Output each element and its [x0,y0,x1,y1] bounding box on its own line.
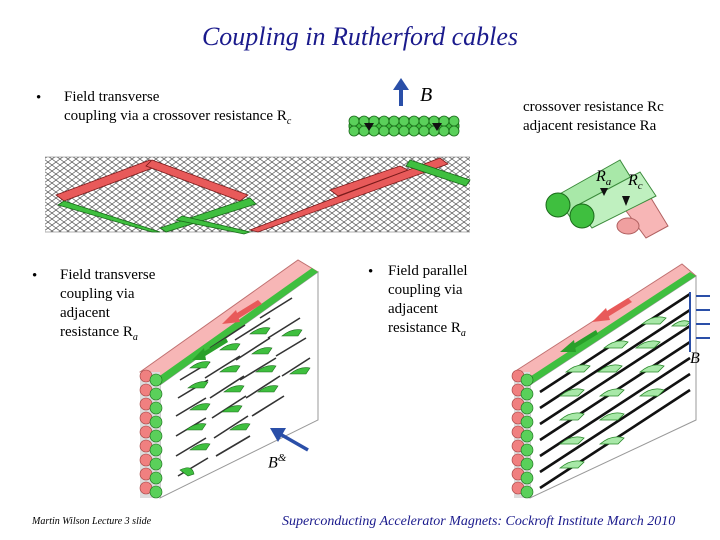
bullet-marker: • [368,264,374,280]
ra-label: Ra [596,168,612,189]
bullet3-line3: adjacent [388,301,438,317]
bullet2-line2: coupling via [60,286,135,302]
bullet1-text: Field transverse coupling via a crossove… [64,88,291,131]
strand-beads-top [348,115,460,137]
page-title: Coupling in Rutherford cables [201,22,519,51]
b-label-right: B [690,350,700,367]
footer-right: Superconducting Accelerator Magnets: Coc… [282,514,676,529]
resistance-cylinders [545,159,669,239]
bullet3-text: Field parallel coupling via adjacent res… [388,262,468,343]
current-arrow-green [192,338,228,360]
cable-mesh [45,156,470,233]
crossover-note: crossover resistance Rc [523,99,664,115]
field-arrow-left [270,428,309,452]
field-arrow-top [393,78,409,106]
bullet2-line4: resistance Ra [60,324,138,343]
bullet-marker: • [32,268,38,284]
resistance-note: crossover resistance Rc adjacent resista… [523,98,664,136]
current-arrow-red [222,300,262,324]
coupling-loop [55,157,471,235]
bullet3-line2: coupling via [388,282,463,298]
bullet2-line3: adjacent [60,305,110,321]
current-arrow-red-right [592,298,632,322]
b-label-left: B& [268,452,287,472]
bullet2-text: Field transverse coupling via adjacent r… [60,266,155,347]
bullet3-line4: resistance Ra [388,320,466,339]
bullet-marker: • [36,90,42,106]
cable-block-left [139,259,319,499]
b-label-top: B [420,84,433,106]
bullet1-line2: coupling via a crossover resistance Rc [64,108,292,127]
footer-left: Martin Wilson Lecture 3 slide [32,516,152,527]
field-arrows-parallel [689,292,710,352]
rc-label: Rc [628,172,643,193]
bullet3-line1: Field parallel [388,263,468,279]
bullet2-line1: Field transverse [60,267,156,283]
adjacent-note: adjacent resistance Ra [523,118,657,134]
cable-block-right [511,263,697,499]
current-arrow-green-right [560,330,598,352]
bullet1-line1: Field transverse [64,89,160,105]
